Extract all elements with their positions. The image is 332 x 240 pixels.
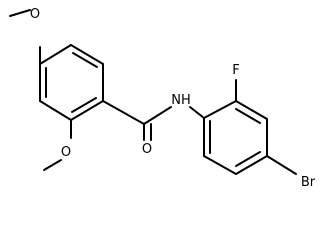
atom-bromine: Br: [301, 175, 316, 190]
bromofluorophenyl-ring: [203, 100, 268, 175]
atom-o-methoxy-top: O: [30, 7, 40, 22]
top-methoxy-bonds: [9, 9, 41, 65]
halogen-bonds: [235, 79, 297, 175]
atom-fluorine: F: [232, 63, 239, 78]
atom-o-methoxy-bottom: O: [61, 145, 71, 160]
amide-bonds: [102, 100, 205, 141]
dimethoxyphenyl-ring: [39, 44, 104, 121]
chemical-structure: O O O NH F Br: [9, 7, 316, 190]
atom-o-carbonyl: O: [142, 142, 152, 157]
bottom-methoxy-bonds: [43, 119, 72, 171]
atom-nh: NH: [171, 93, 191, 108]
